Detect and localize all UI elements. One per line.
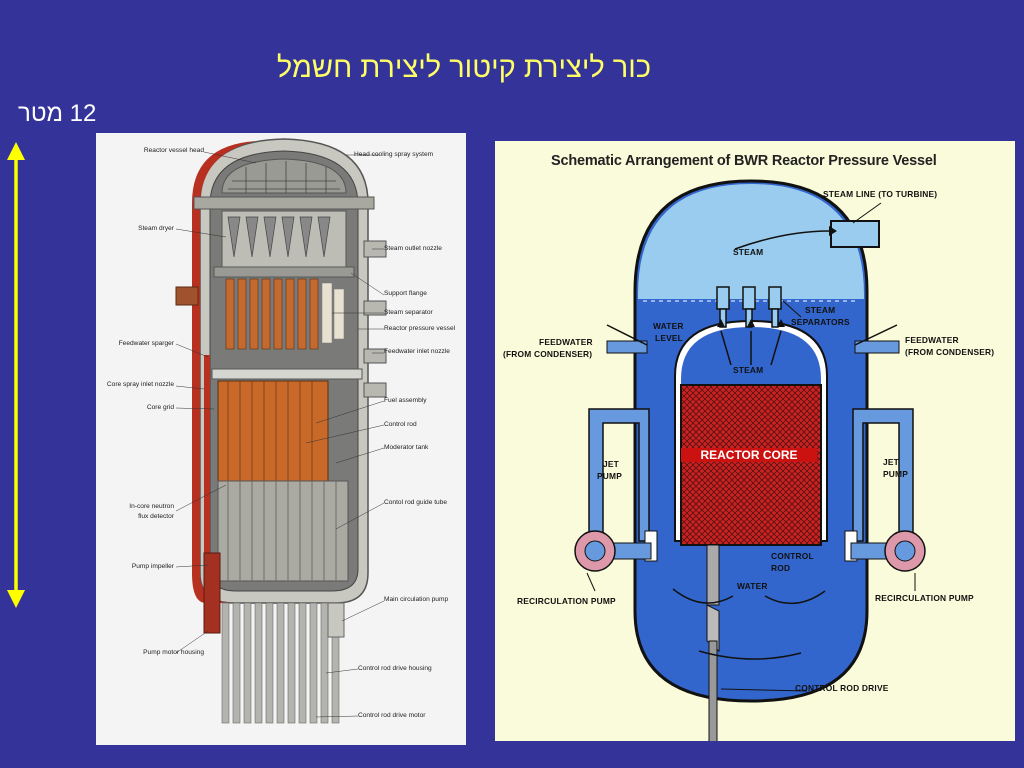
label-recirculation-pump-left: RECIRCULATION PUMP <box>517 596 616 606</box>
label-jet-pump-right-1: JET <box>883 457 899 467</box>
label-control-rod: Control rod <box>384 421 417 428</box>
label-feedwater-sparger: Feedwater sparger <box>118 340 174 347</box>
label-reactor-core: REACTOR CORE <box>681 448 817 462</box>
label-pump-impeller: Pump impeller <box>131 563 174 570</box>
label-reactor-vessel-head: Reactor vessel head <box>143 147 204 154</box>
slide-title: כור ליצירת קיטור ליצירת חשמל <box>276 52 652 84</box>
label-steam-separator: Steam separator <box>384 309 433 316</box>
label-control-rod-drive: CONTROL ROD DRIVE <box>795 683 889 693</box>
label-steam-outlet-nozzle: Steam outlet nozzle <box>384 245 442 252</box>
bwr-schematic-panel: Schematic Arrangement of BWR Reactor Pre… <box>495 141 1015 741</box>
label-in-core-neutron: In-core neutron <box>129 503 174 510</box>
label-steam-separators-1: STEAM <box>805 305 836 315</box>
label-core-grid: Core grid <box>146 404 174 411</box>
label-flux-detector: flux detector <box>138 513 174 520</box>
label-recirculation-pump-right: RECIRCULATION PUMP <box>875 593 974 603</box>
label-feedwater-left-1: FEEDWATER <box>539 337 593 347</box>
label-reactor-pressure-vessel: Reactor pressure vessel <box>384 325 456 332</box>
label-steam-dome: STEAM <box>733 247 764 257</box>
label-head-cooling-spray-system: Head cooling spray system <box>354 151 434 158</box>
label-water-level-2: LEVEL <box>655 333 683 343</box>
label-feedwater-inlet-nozzle: Feedwater inlet nozzle <box>384 348 450 355</box>
label-steam-inner: STEAM <box>733 365 764 375</box>
height-arrow-icon <box>7 142 25 608</box>
label-feedwater-left-2: (FROM CONDENSER) <box>503 349 593 359</box>
label-support-flange: Support flange <box>384 290 427 297</box>
label-pump-motor-housing: Pump motor housing <box>143 649 204 656</box>
height-label: 12 מטר <box>18 100 97 127</box>
label-core-spray-inlet-nozzle: Core spray inlet nozzle <box>106 381 174 388</box>
label-main-circulation-pump: Main circulation pump <box>384 596 449 603</box>
schematic-title: Schematic Arrangement of BWR Reactor Pre… <box>551 153 937 169</box>
label-water-level-1: WATER <box>653 321 684 331</box>
label-control-rod-drive-housing: Control rod drive housing <box>358 665 432 672</box>
label-control-rod-2: ROD <box>771 563 791 573</box>
label-feedwater-right-2: (FROM CONDENSER) <box>905 347 995 357</box>
label-steam-line: STEAM LINE (TO TURBINE) <box>823 189 938 199</box>
label-water: WATER <box>737 581 768 591</box>
bwr-schematic-diagram <box>574 179 926 741</box>
label-control-rod-guide-tube: Contol rod guide tube <box>384 499 448 506</box>
reactor-cutaway-panel: Reactor vessel head Steam dryer Feedwate… <box>96 133 466 745</box>
label-steam-dryer: Steam dryer <box>138 225 174 232</box>
label-jet-pump-right-2: PUMP <box>883 469 908 479</box>
label-control-rod-1: CONTROL <box>771 551 814 561</box>
label-control-rod-drive-motor: Control rod drive motor <box>358 712 426 719</box>
label-feedwater-right-1: FEEDWATER <box>905 335 959 345</box>
label-steam-separators-2: SEPARATORS <box>791 317 850 327</box>
reactor-cutaway-illustration <box>175 138 387 724</box>
label-jet-pump-left-2: PUMP <box>597 471 622 481</box>
label-fuel-assembly: Fuel assembly <box>384 397 427 404</box>
label-jet-pump-left-1: JET <box>603 459 619 469</box>
label-moderator-tank: Moderator tank <box>384 444 429 451</box>
